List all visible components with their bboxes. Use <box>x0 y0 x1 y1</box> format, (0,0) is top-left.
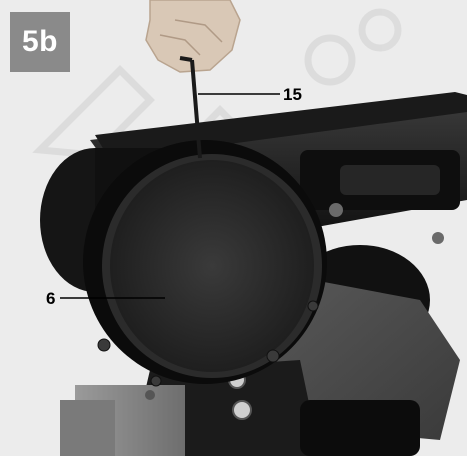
base-screw-2 <box>232 400 252 420</box>
hex-key-shaft <box>190 59 202 159</box>
figure-label: 5b <box>10 12 70 72</box>
callout-hex-key: 15 <box>283 85 302 104</box>
base-block <box>60 400 115 456</box>
guard-screw-1 <box>97 338 111 352</box>
guard-screw-3 <box>307 300 319 312</box>
callout-sanding-disc: 6 <box>46 289 56 308</box>
guard-screw-2 <box>266 349 280 363</box>
arm-screw <box>329 203 343 217</box>
sanding-disc <box>110 160 314 372</box>
guard-screw-4 <box>150 375 162 387</box>
arm-screw-2 <box>432 232 444 244</box>
hand <box>145 0 241 73</box>
belt-slot <box>340 165 440 195</box>
bracket-screw <box>145 390 155 400</box>
base-motor <box>300 400 420 456</box>
